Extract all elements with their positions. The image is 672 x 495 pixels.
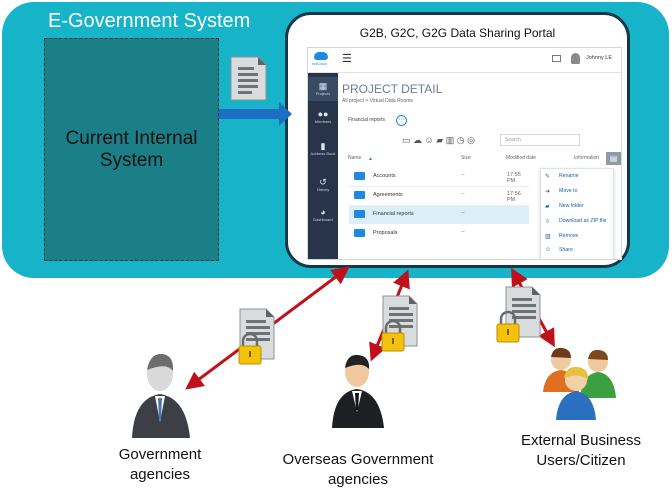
context-menu: ✎Rename ➜Move to ▰New folder ⇩Download a… bbox=[540, 168, 614, 259]
table-row[interactable]: Accounts -- 17:55 PM bbox=[349, 168, 529, 187]
cloud-icon[interactable]: ☁ bbox=[413, 135, 423, 145]
clock-icon[interactable]: ◷ bbox=[456, 135, 465, 145]
folder-icon bbox=[354, 172, 365, 180]
users-icon[interactable]: ☺ bbox=[424, 135, 434, 145]
table-row[interactable]: Financial reports -- bbox=[349, 206, 529, 224]
page-title: PROJECT DETAIL bbox=[342, 82, 443, 96]
document-icon bbox=[230, 56, 267, 101]
mail-icon[interactable] bbox=[552, 55, 561, 62]
app-topbar: ezeCloud ☰ Johnny LE bbox=[308, 48, 621, 73]
column-size[interactable]: Size bbox=[461, 155, 471, 161]
folder-icon bbox=[354, 210, 365, 218]
internal-system-label: Current Internal System bbox=[65, 128, 198, 171]
app-sidebar: ▦ Projects ●● Members ▮ Address Book ↺ H… bbox=[308, 73, 338, 259]
menu-icon[interactable]: ☰ bbox=[342, 53, 352, 65]
column-modified[interactable]: Modified date bbox=[506, 155, 537, 161]
person-icon bbox=[332, 354, 384, 428]
avatar[interactable] bbox=[571, 53, 580, 64]
monitor-icon[interactable]: ▭ bbox=[402, 135, 411, 145]
portal-app-screen: ezeCloud ☰ Johnny LE ▦ Projects ●● Membe… bbox=[307, 47, 622, 260]
label-external-business-users: External Business Users/Citizen bbox=[520, 432, 642, 469]
menu-item-new-folder[interactable]: ▰New folder bbox=[545, 203, 584, 210]
trash-icon[interactable]: ▥ bbox=[445, 135, 455, 145]
download-icon: ⇩ bbox=[545, 219, 551, 225]
label-government-agencies: Government agencies bbox=[118, 446, 202, 483]
table-row[interactable]: Agreements -- 17:56 PM bbox=[349, 187, 529, 206]
sidebar-item-members[interactable]: ●● Members bbox=[308, 109, 338, 124]
chat-icon[interactable]: ▤ bbox=[606, 152, 621, 165]
menu-item-move[interactable]: ➜Move to bbox=[545, 188, 578, 195]
folder-icon bbox=[354, 229, 365, 237]
more-options-icon[interactable]: ⋯ bbox=[396, 115, 407, 126]
secure-document-icon bbox=[238, 308, 275, 365]
menu-item-rename[interactable]: ✎Rename bbox=[545, 173, 579, 180]
share-icon: ☺ bbox=[545, 247, 552, 253]
pie-icon: ◕ bbox=[320, 207, 326, 217]
folder-label: Financial reports bbox=[348, 117, 385, 123]
portal-title: G2B, G2C, G2G Data Sharing Portal bbox=[359, 26, 556, 40]
column-name[interactable]: Name bbox=[348, 155, 362, 161]
pencil-icon: ✎ bbox=[545, 174, 551, 180]
column-information[interactable]: Information bbox=[574, 155, 600, 161]
menu-item-share[interactable]: ☺Share bbox=[545, 247, 573, 253]
members-icon: ●● bbox=[317, 109, 329, 119]
breadcrumb[interactable]: All project > Virtual Data Rooms bbox=[342, 98, 413, 104]
secure-document-icon bbox=[496, 286, 541, 343]
folder-icon bbox=[354, 191, 365, 199]
table-row[interactable]: Proposals -- bbox=[349, 225, 529, 243]
label-overseas-government-agencies: Overseas Government agencies bbox=[282, 451, 434, 488]
blue-arrow bbox=[219, 102, 292, 126]
egov-system-title: E-Government System bbox=[48, 10, 251, 32]
toolbar: ▭ ☁ ☺ ▰ ▥ ◷ ◎ bbox=[402, 134, 502, 146]
secure-document-icon bbox=[381, 295, 418, 352]
user-name[interactable]: Johnny LE bbox=[586, 55, 612, 61]
search-input[interactable]: Search bbox=[500, 134, 580, 146]
trash-icon: ▥ bbox=[545, 234, 551, 240]
folder-add-icon[interactable]: ▰ bbox=[436, 135, 444, 145]
grid-icon: ▦ bbox=[318, 81, 328, 91]
sidebar-item-projects[interactable]: ▦ Projects bbox=[308, 77, 338, 101]
businessman-icon bbox=[132, 353, 190, 438]
sidebar-item-history[interactable]: ↺ History bbox=[308, 177, 338, 192]
folder-plus-icon: ▰ bbox=[545, 204, 550, 210]
sidebar-item-address-book[interactable]: ▮ Address Book bbox=[308, 141, 338, 156]
menu-item-download-zip[interactable]: ⇩Download as ZIP file bbox=[545, 218, 607, 225]
people-group-icon bbox=[543, 347, 616, 420]
move-icon: ➜ bbox=[545, 189, 551, 195]
sort-up-icon[interactable]: ▲ bbox=[368, 156, 373, 162]
internal-system-box bbox=[44, 38, 219, 261]
compass-icon[interactable]: ◎ bbox=[467, 135, 475, 145]
book-icon: ▮ bbox=[320, 141, 326, 151]
history-icon: ↺ bbox=[319, 177, 327, 187]
sidebar-item-dashboard[interactable]: ◕ Dashboard bbox=[308, 207, 338, 222]
cloud-logo-icon bbox=[314, 52, 328, 60]
menu-item-remove[interactable]: ▥Remove bbox=[545, 233, 579, 240]
app-logo-text: ezeCloud bbox=[312, 62, 327, 66]
